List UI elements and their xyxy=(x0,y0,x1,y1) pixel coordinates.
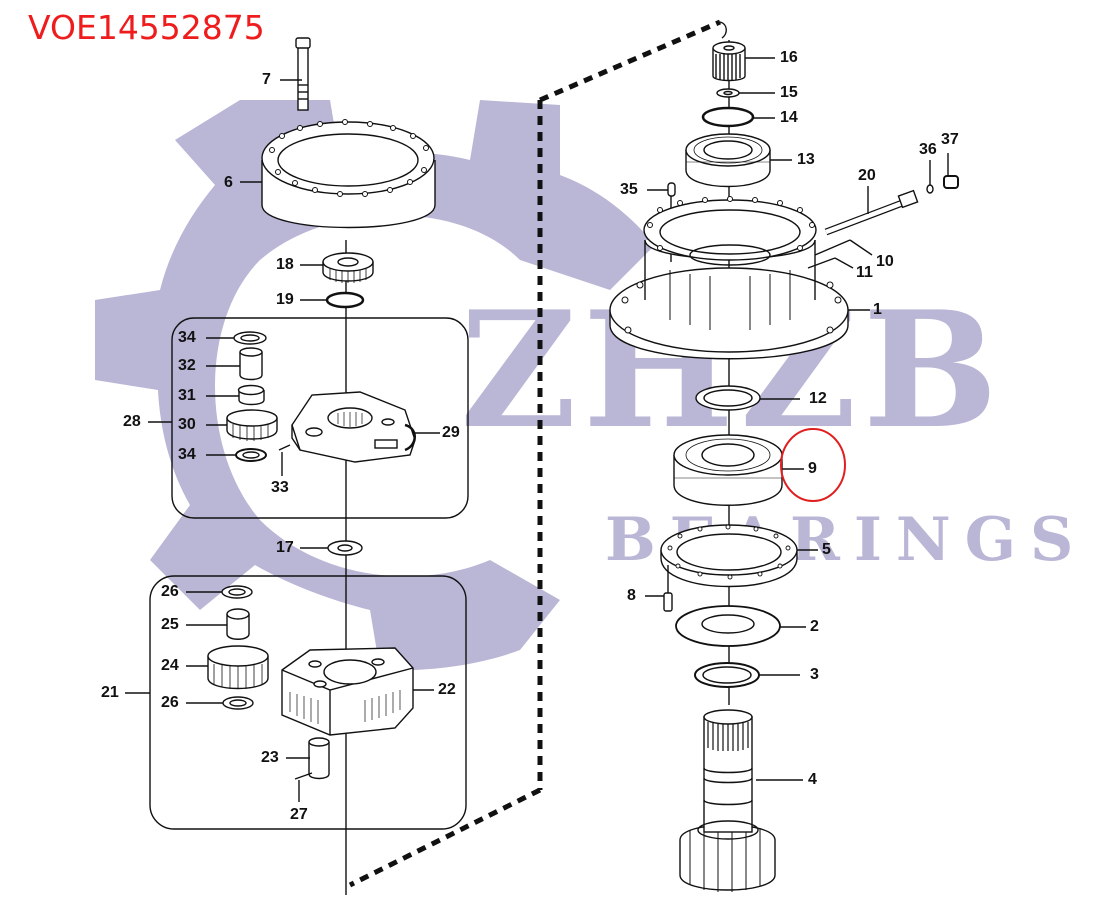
part-13-roller-bearing xyxy=(685,133,771,188)
callout-19: 19 xyxy=(276,291,294,308)
callout-31: 31 xyxy=(178,387,196,404)
part-4-pinion-shaft xyxy=(679,709,776,892)
part-7-bolt xyxy=(295,37,311,111)
callout-36: 36 xyxy=(919,141,937,158)
callout-25: 25 xyxy=(161,616,179,633)
callout-20: 20 xyxy=(858,167,876,184)
callout-5: 5 xyxy=(822,541,831,558)
callout-34-bottom: 34 xyxy=(178,446,196,463)
callout-33: 33 xyxy=(271,479,289,496)
callout-15: 15 xyxy=(780,84,798,101)
part-30-planet-gear xyxy=(226,409,278,441)
part-16-sun-gear xyxy=(712,41,746,82)
callout-22: 22 xyxy=(438,681,456,698)
callout-35: 35 xyxy=(620,181,638,198)
part-22-planet-carrier xyxy=(281,647,414,736)
callout-3: 3 xyxy=(810,666,819,683)
part-5-bearing-cover xyxy=(660,524,798,588)
part-19-snap-ring xyxy=(325,291,365,309)
callout-10: 10 xyxy=(876,253,894,270)
callout-26-bottom: 26 xyxy=(161,694,179,711)
part-18-sun-gear xyxy=(322,252,374,283)
part-20-level-gauge-tube xyxy=(824,189,919,236)
callout-2: 2 xyxy=(810,618,819,635)
callout-21: 21 xyxy=(101,684,119,701)
callout-14: 14 xyxy=(780,109,798,126)
callout-28: 28 xyxy=(123,413,141,430)
callout-11: 11 xyxy=(856,264,873,281)
part-24-planet-gear xyxy=(207,645,269,690)
callout-32: 32 xyxy=(178,357,196,374)
part-6-ring-gear xyxy=(261,119,436,229)
group-28-frame xyxy=(171,317,469,519)
part-9-roller-bearing xyxy=(673,434,783,506)
callout-17: 17 xyxy=(276,539,294,556)
callout-24: 24 xyxy=(161,657,179,674)
part-1-housing xyxy=(609,196,849,360)
callout-30: 30 xyxy=(178,416,196,433)
callout-26-top: 26 xyxy=(161,583,179,600)
callout-9: 9 xyxy=(808,460,817,477)
group-21-frame xyxy=(149,575,467,830)
callout-6: 6 xyxy=(224,174,233,191)
callout-16: 16 xyxy=(780,49,798,66)
callout-18: 18 xyxy=(276,256,294,273)
callout-13: 13 xyxy=(797,151,815,168)
callout-29: 29 xyxy=(442,424,460,441)
part-number-title: VOE14552875 xyxy=(28,8,265,47)
callout-34-top: 34 xyxy=(178,329,196,346)
callout-27: 27 xyxy=(290,806,308,823)
highlight-circle-part-9 xyxy=(780,428,846,502)
callout-8: 8 xyxy=(627,587,636,604)
part-29-planet-carrier xyxy=(291,391,416,463)
callout-12: 12 xyxy=(809,390,827,407)
callout-4: 4 xyxy=(808,771,817,788)
callout-7: 7 xyxy=(262,71,271,88)
callout-37: 37 xyxy=(941,131,959,148)
callout-1: 1 xyxy=(873,301,882,318)
dashed-connector xyxy=(348,19,721,888)
callout-23: 23 xyxy=(261,749,279,766)
